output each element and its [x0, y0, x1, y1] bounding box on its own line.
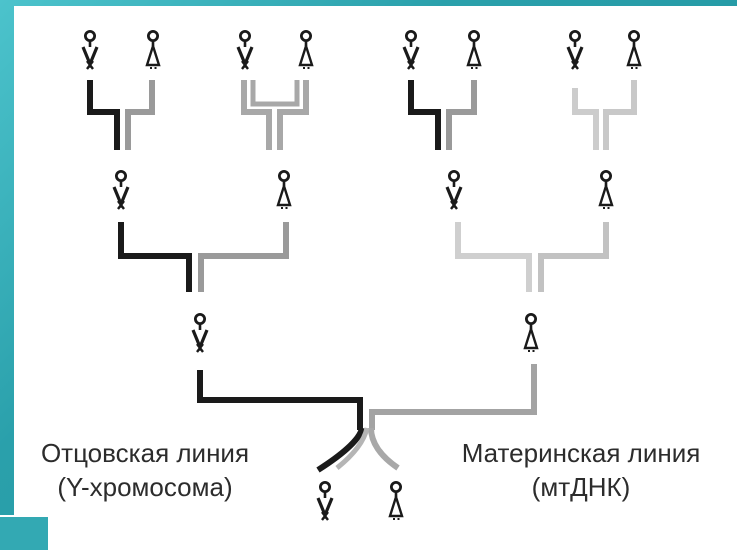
female-figure-icon	[626, 29, 642, 70]
male-figure-icon	[566, 29, 584, 71]
maternal-line-label: Материнская линия	[461, 438, 701, 468]
generation-1	[81, 29, 642, 71]
female-figure-icon	[388, 480, 404, 521]
female-figure-icon	[598, 169, 614, 210]
corner-tab	[0, 515, 50, 550]
generation-2	[112, 169, 614, 211]
male-figure-icon	[236, 29, 254, 71]
diagram-panel	[14, 6, 737, 550]
female-figure-icon	[276, 169, 292, 210]
maternal-line-sublabel: (мтДНК)	[531, 472, 631, 502]
generation-4	[316, 480, 404, 522]
connectors-gen1	[87, 80, 637, 150]
paternal-line-caption: Отцовская линия (Y-хромосома)	[0, 436, 290, 504]
paternal-line-label: Отцовская линия	[40, 438, 250, 468]
male-figure-icon	[112, 169, 130, 211]
paternal-line-sublabel: (Y-хромосома)	[57, 472, 233, 502]
female-figure-icon	[466, 29, 482, 70]
male-figure-icon	[402, 29, 420, 71]
connectors-gen2	[118, 222, 609, 292]
female-figure-icon	[145, 29, 161, 70]
male-figure-icon	[81, 29, 99, 71]
female-figure-icon	[298, 29, 314, 70]
male-figure-icon	[445, 169, 463, 211]
connectors-gen3	[197, 364, 537, 473]
male-figure-icon	[316, 480, 334, 522]
female-figure-icon	[523, 312, 539, 353]
generation-3	[191, 312, 539, 354]
maternal-line-caption: Материнская линия (мтДНК)	[425, 436, 737, 504]
male-figure-icon	[191, 312, 209, 354]
